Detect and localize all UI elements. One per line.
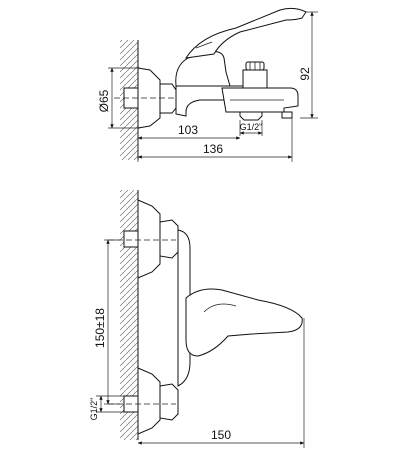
upper-flange-plan [137, 199, 161, 279]
side-view: 92 Ø65 103 G1/2" 136 [97, 7, 318, 162]
hose-outlet-side [239, 111, 263, 121]
dim-width-150: 150 [211, 428, 231, 442]
wall-section-plan [120, 190, 138, 440]
upper-connector-plan [123, 230, 139, 248]
dim-centre-150-18: 150±18 [93, 308, 107, 348]
dim-height-92: 92 [298, 67, 312, 81]
dim-thread-top: G1/2" [240, 122, 263, 132]
lower-nut-plan [159, 383, 179, 421]
plan-view: 150±18 G1/2" 150 [89, 190, 305, 448]
upper-nut-plan [159, 219, 179, 259]
lower-flange-plan [137, 367, 161, 435]
dim-diameter-65: Ø65 [97, 89, 111, 112]
nut-side [159, 83, 177, 114]
lever-base-side [175, 51, 231, 87]
dim-reach-103: 103 [178, 123, 198, 137]
dim-thread-front: G1/2" [89, 398, 99, 421]
lever-handle-plan [185, 288, 303, 357]
dim-depth-136: 136 [203, 142, 223, 156]
lever-handle-side [184, 7, 307, 59]
